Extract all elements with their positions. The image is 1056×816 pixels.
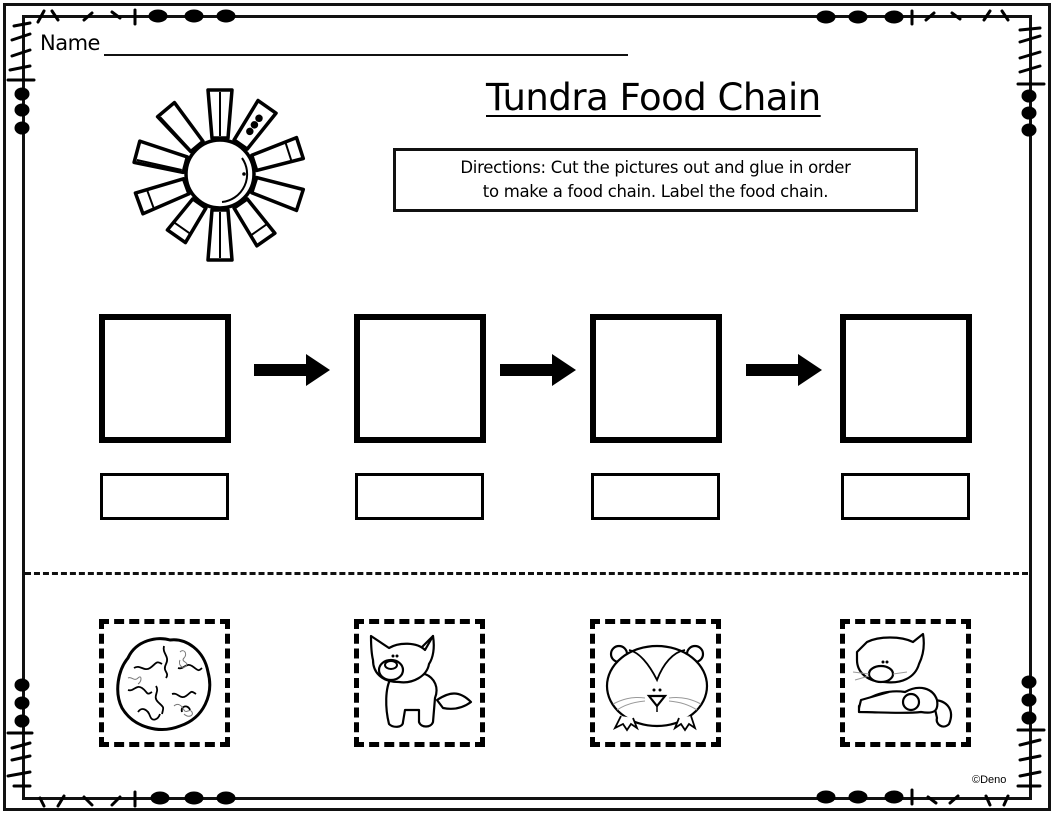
name-label: Name: [40, 31, 100, 55]
chain-label-field-2[interactable]: [355, 473, 484, 520]
cutout-lichen[interactable]: [99, 619, 230, 747]
lemming-icon: [605, 644, 709, 732]
chain-picture-slot-3[interactable]: [590, 314, 722, 443]
chain-label-field-4[interactable]: [841, 473, 970, 520]
lichen-icon: [116, 637, 212, 731]
chain-picture-slot-1[interactable]: [99, 314, 231, 443]
chain-picture-slot-2[interactable]: [354, 314, 486, 443]
inner-frame: [22, 15, 1032, 800]
cutout-wolf[interactable]: [354, 619, 485, 747]
outer-frame: [3, 3, 1051, 811]
directions-line-2: to make a food chain. Label the food cha…: [482, 182, 829, 201]
directions-line-1: Directions: Cut the pictures out and glu…: [460, 158, 851, 177]
right-arrow-icon: [746, 354, 822, 386]
right-arrow-icon: [500, 354, 576, 386]
chain-picture-slot-4[interactable]: [840, 314, 972, 443]
wolf-icon: [369, 634, 473, 728]
right-arrow-icon: [254, 354, 330, 386]
cutout-lemming[interactable]: [590, 619, 721, 747]
sun-icon: [132, 88, 306, 262]
cutout-arctic-fox[interactable]: [840, 619, 971, 747]
arctic-fox-icon: [852, 632, 953, 728]
page-title: Tundra Food Chain: [486, 76, 821, 119]
name-field[interactable]: [104, 54, 628, 56]
copyright-label: ©Deno: [972, 774, 1007, 786]
chain-label-field-1[interactable]: [100, 473, 229, 520]
directions-box: Directions: Cut the pictures out and glu…: [393, 148, 918, 212]
cut-line: [25, 572, 1028, 575]
chain-label-field-3[interactable]: [591, 473, 720, 520]
